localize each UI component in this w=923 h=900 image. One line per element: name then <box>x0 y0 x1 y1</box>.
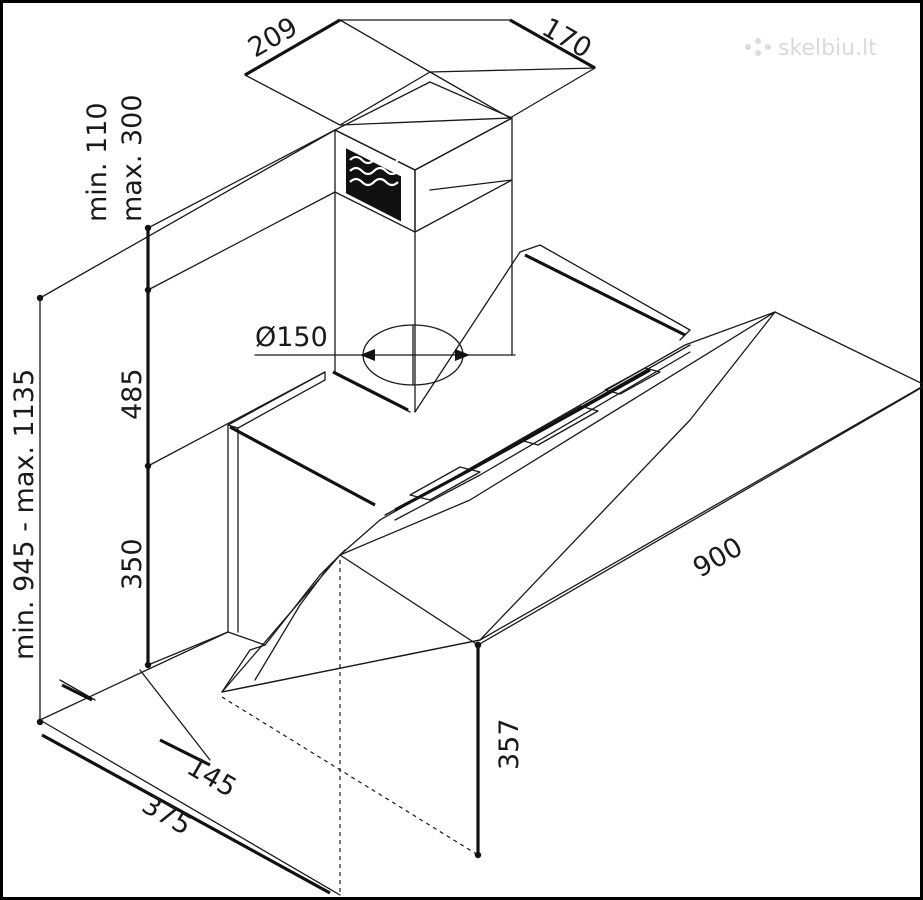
base-depth-label: 375 <box>137 789 197 842</box>
hood-width-label: 900 <box>688 531 748 584</box>
hidden-edges <box>221 560 479 895</box>
canopy-depth-label: 145 <box>182 751 242 804</box>
outlet-circle <box>254 324 516 386</box>
glass-height-label: 357 <box>494 718 525 770</box>
glass-height-dimension <box>474 641 482 859</box>
chimney-lower <box>332 179 513 413</box>
duct-depth-label: 170 <box>537 12 597 65</box>
outlet-diameter-label: Ø150 <box>255 322 328 353</box>
min-duct-label: min. 110 <box>82 102 113 222</box>
lower-height-label: 350 <box>117 538 148 590</box>
vertical-dimension-right <box>144 129 336 669</box>
watermark: skelbiu.lt <box>745 36 877 61</box>
base-lines <box>39 631 341 896</box>
vertical-dimension-left <box>36 129 336 726</box>
watermark-text: skelbiu.lt <box>778 36 877 61</box>
max-duct-label: max. 300 <box>117 94 148 222</box>
hood-body <box>221 244 923 855</box>
vent-grille <box>346 148 401 222</box>
total-height-label: min. 945 - max. 1135 <box>9 369 40 660</box>
upper-height-label: 485 <box>117 368 148 420</box>
duct-width-label: 209 <box>243 11 303 64</box>
duct-top-dimension <box>244 18 596 126</box>
